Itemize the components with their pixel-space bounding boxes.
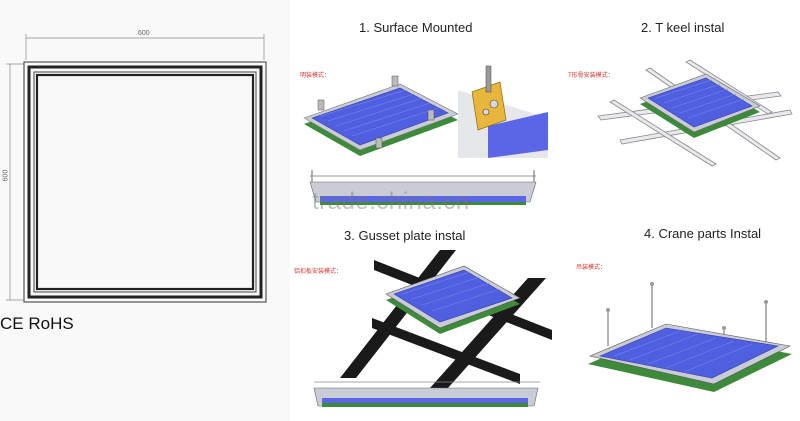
panel-4-title: 4. Crane parts Instal (644, 226, 762, 241)
panel-2-cn-label: T形骨安装模式： (568, 73, 614, 79)
panel-4-cn-label: 吊装模式： (576, 265, 607, 271)
panel-1-title: 1. Surface Mounted (359, 20, 473, 35)
frame-drawing-panel: 600 600 CE RoHS (0, 0, 290, 421)
panel-1-cn-label: 明装模式： (300, 73, 331, 79)
certification-label: CE RoHS (0, 314, 74, 333)
watermark-text: trade.china.cn (312, 188, 470, 215)
square-frame-drawing (6, 34, 267, 303)
panel-2-title: 2. T keel instal (641, 20, 725, 35)
panel-3-cn-label: 铝扣板安装模式： (294, 269, 343, 275)
dimension-top-label: 600 (138, 30, 150, 37)
panel-3-title: 3. Gusset plate instal (344, 228, 466, 243)
